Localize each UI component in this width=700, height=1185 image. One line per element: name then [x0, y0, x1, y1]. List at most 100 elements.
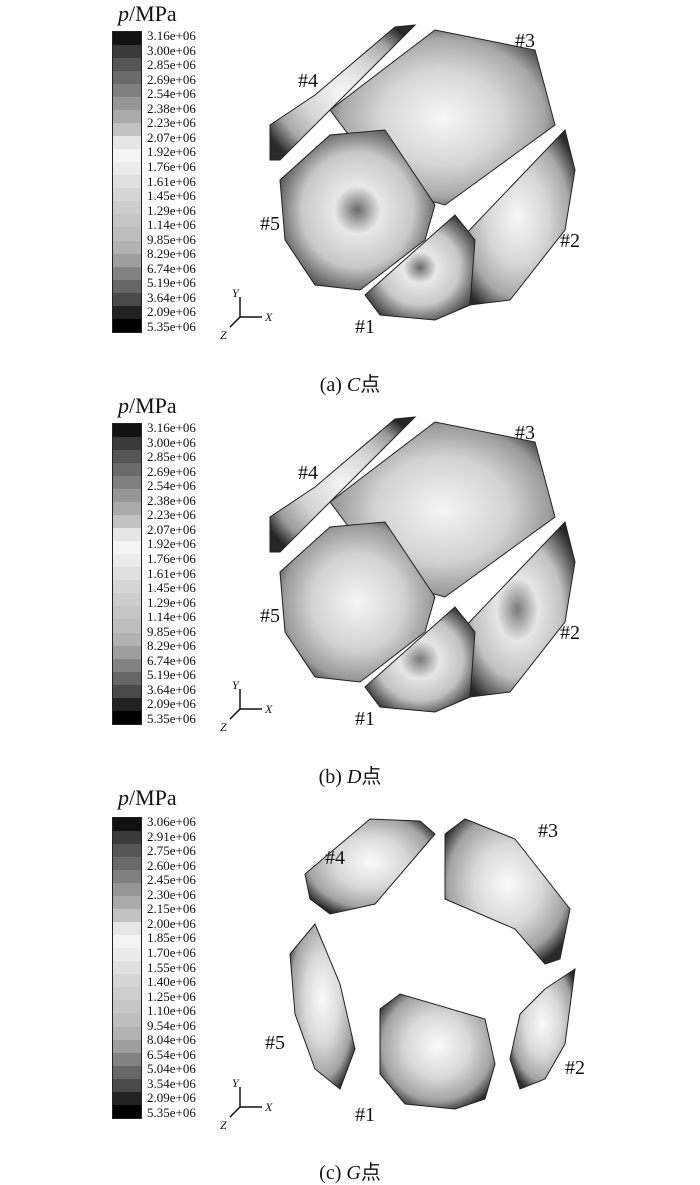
pad-1	[364, 214, 476, 321]
legend-color-band	[113, 123, 141, 137]
legend-color-band	[113, 515, 141, 529]
legend-value: 2.07e+06	[147, 521, 196, 537]
legend-color-band	[113, 1091, 141, 1105]
legend-color-band	[113, 870, 141, 884]
pad-label-3: #3	[515, 422, 535, 444]
legend-color-band	[113, 1078, 141, 1092]
legend-value: 2.09e+06	[147, 304, 196, 320]
legend-color-band	[113, 58, 141, 72]
legend-value: 8.29e+06	[147, 638, 196, 654]
svg-text:Y: Y	[232, 286, 240, 300]
legend-color-band	[113, 32, 141, 46]
legend-value: 5.35e+06	[147, 1105, 196, 1120]
legend-color-band	[113, 818, 141, 832]
legend-color-band	[113, 253, 141, 267]
legend-value: 1.76e+06	[147, 550, 196, 566]
legend-value: 2.23e+06	[147, 115, 196, 131]
legend-value: 3.06e+06	[147, 814, 196, 829]
legend-value: 2.69e+06	[147, 463, 196, 479]
legend-value: 5.35e+06	[147, 711, 196, 726]
legend-color-band	[113, 292, 141, 306]
legend-color-band	[113, 1000, 141, 1014]
pad-5	[279, 521, 436, 683]
pad-label-3: #3	[515, 30, 535, 52]
legend-color-band	[113, 632, 141, 646]
legend-color-band	[113, 541, 141, 555]
legend-value: 9.85e+06	[147, 623, 196, 639]
legend-value: 6.74e+06	[147, 260, 196, 276]
legend-color-band	[113, 1026, 141, 1040]
legend-value: 1.76e+06	[147, 158, 196, 174]
legend-value: 5.04e+06	[147, 1061, 196, 1077]
legend-color-band	[113, 710, 141, 724]
legend-value: 1.45e+06	[147, 580, 196, 596]
legend-color-band	[113, 684, 141, 698]
legend-color-band	[113, 188, 141, 202]
svg-text:X: X	[264, 310, 273, 324]
pad-label-1: #1	[355, 1104, 375, 1126]
legend-value: 2.85e+06	[147, 449, 196, 465]
legend-color-band	[113, 844, 141, 858]
legend-color-band	[113, 71, 141, 85]
legend-color-band	[113, 279, 141, 293]
legend-value: 2.09e+06	[147, 1090, 196, 1106]
legend-color-band	[113, 896, 141, 910]
legend-title: p/MPa	[118, 1, 177, 26]
legend-value: 2.38e+06	[147, 492, 196, 508]
legend-value: 1.10e+06	[147, 1003, 196, 1019]
legend-color-bar	[112, 423, 142, 725]
pad-3	[444, 818, 571, 965]
legend-value: 2.75e+06	[147, 843, 196, 859]
pressure-contour-view-d: Y X Z #3 #4 #5 #2 #1	[220, 416, 580, 734]
legend-color-band	[113, 450, 141, 464]
pad-label-4: #4	[325, 847, 345, 869]
pad-label-2: #2	[560, 622, 580, 644]
legend-color-band	[113, 857, 141, 871]
legend-color-band	[113, 437, 141, 451]
caption-c: (c) G点	[319, 1162, 381, 1184]
legend-color-band	[113, 1065, 141, 1079]
legend-color-band	[113, 84, 141, 98]
legend-color-band	[113, 554, 141, 568]
caption-b: (b) D点	[318, 766, 382, 788]
legend-value: 8.04e+06	[147, 1032, 196, 1048]
svg-text:Y: Y	[232, 1076, 240, 1090]
legend-value: 9.85e+06	[147, 231, 196, 247]
legend-value: 2.30e+06	[147, 886, 196, 902]
legend-value: 2.54e+06	[147, 478, 196, 494]
legend-color-band	[113, 580, 141, 594]
legend-value: 6.54e+06	[147, 1046, 196, 1062]
legend-value: 2.45e+06	[147, 872, 196, 888]
pad-label-5: #5	[260, 213, 280, 235]
legend-value: 3.54e+06	[147, 1075, 196, 1091]
legend-value: 3.00e+06	[147, 42, 196, 58]
legend-value: 5.19e+06	[147, 275, 196, 291]
legend-color-band	[113, 240, 141, 254]
legend-value: 5.35e+06	[147, 319, 196, 334]
legend-color-band	[113, 671, 141, 685]
legend-value: 5.19e+06	[147, 667, 196, 683]
legend-color-band	[113, 948, 141, 962]
legend-value: 2.38e+06	[147, 100, 196, 116]
svg-text:X: X	[264, 1100, 273, 1114]
legend-value: 2.60e+06	[147, 857, 196, 873]
legend-value: 1.29e+06	[147, 202, 196, 218]
legend-color-band	[113, 502, 141, 516]
pad-label-5: #5	[265, 1032, 285, 1054]
legend-color-bar	[112, 817, 142, 1119]
pad-label-2: #2	[560, 230, 580, 252]
legend-color-band	[113, 961, 141, 975]
pad-label-1: #1	[355, 708, 375, 730]
legend-color-band	[113, 909, 141, 923]
pad-label-4: #4	[298, 70, 318, 92]
legend-title: p/MPa	[118, 785, 177, 810]
svg-text:Z: Z	[220, 1118, 227, 1132]
pad-2	[509, 967, 576, 1090]
pad-4	[269, 24, 417, 161]
legend-color-band	[113, 619, 141, 633]
legend-value: 2.07e+06	[147, 129, 196, 145]
legend-value: 1.61e+06	[147, 565, 196, 581]
axis-triad: Y X Z	[220, 1076, 273, 1132]
legend-color-band	[113, 266, 141, 280]
